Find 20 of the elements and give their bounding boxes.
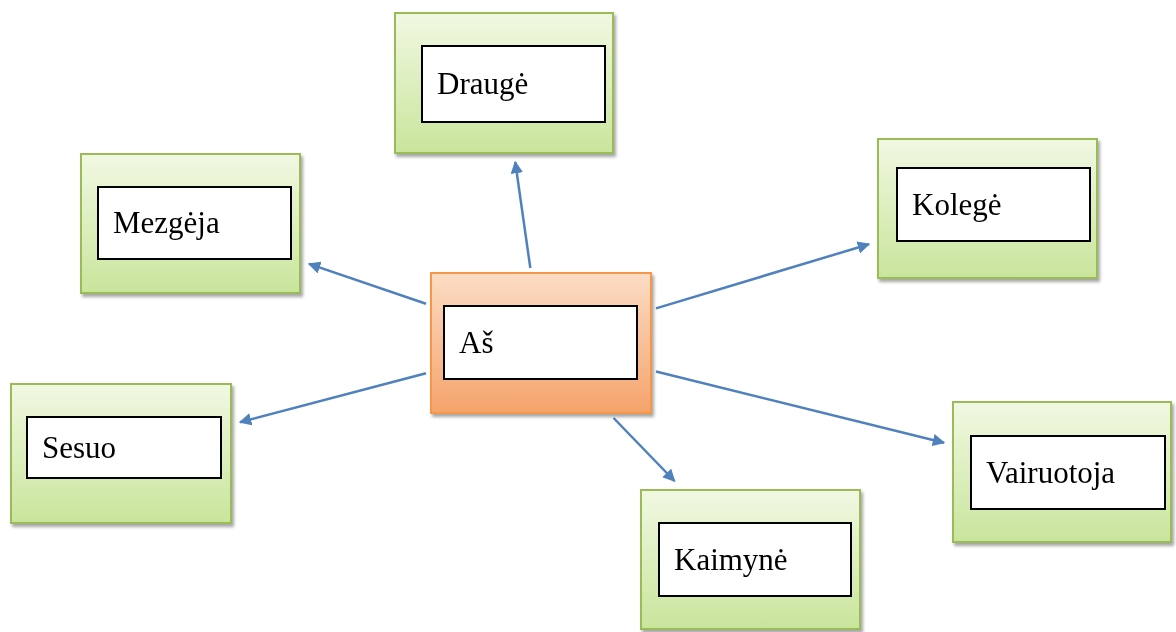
node-box [952,401,1172,543]
arrow [655,241,871,310]
node-label: Kaimynė [658,522,852,597]
node-label: Draugė [421,45,606,123]
arrow [612,417,676,482]
node-box [80,153,301,294]
arrow [510,160,532,269]
node-label: Aš [443,305,638,380]
arrow [238,372,427,426]
arrow [307,261,427,305]
node-label: Sesuo [26,416,222,479]
node-box [640,489,861,630]
node-box [394,12,614,154]
node-box [430,272,652,414]
node-label: Mezgėja [97,186,292,260]
arrow [655,370,946,447]
node-box [10,383,232,524]
node-box [877,138,1098,279]
node-label: Kolegė [896,167,1091,242]
node-label: Vairuotoja [970,435,1166,510]
